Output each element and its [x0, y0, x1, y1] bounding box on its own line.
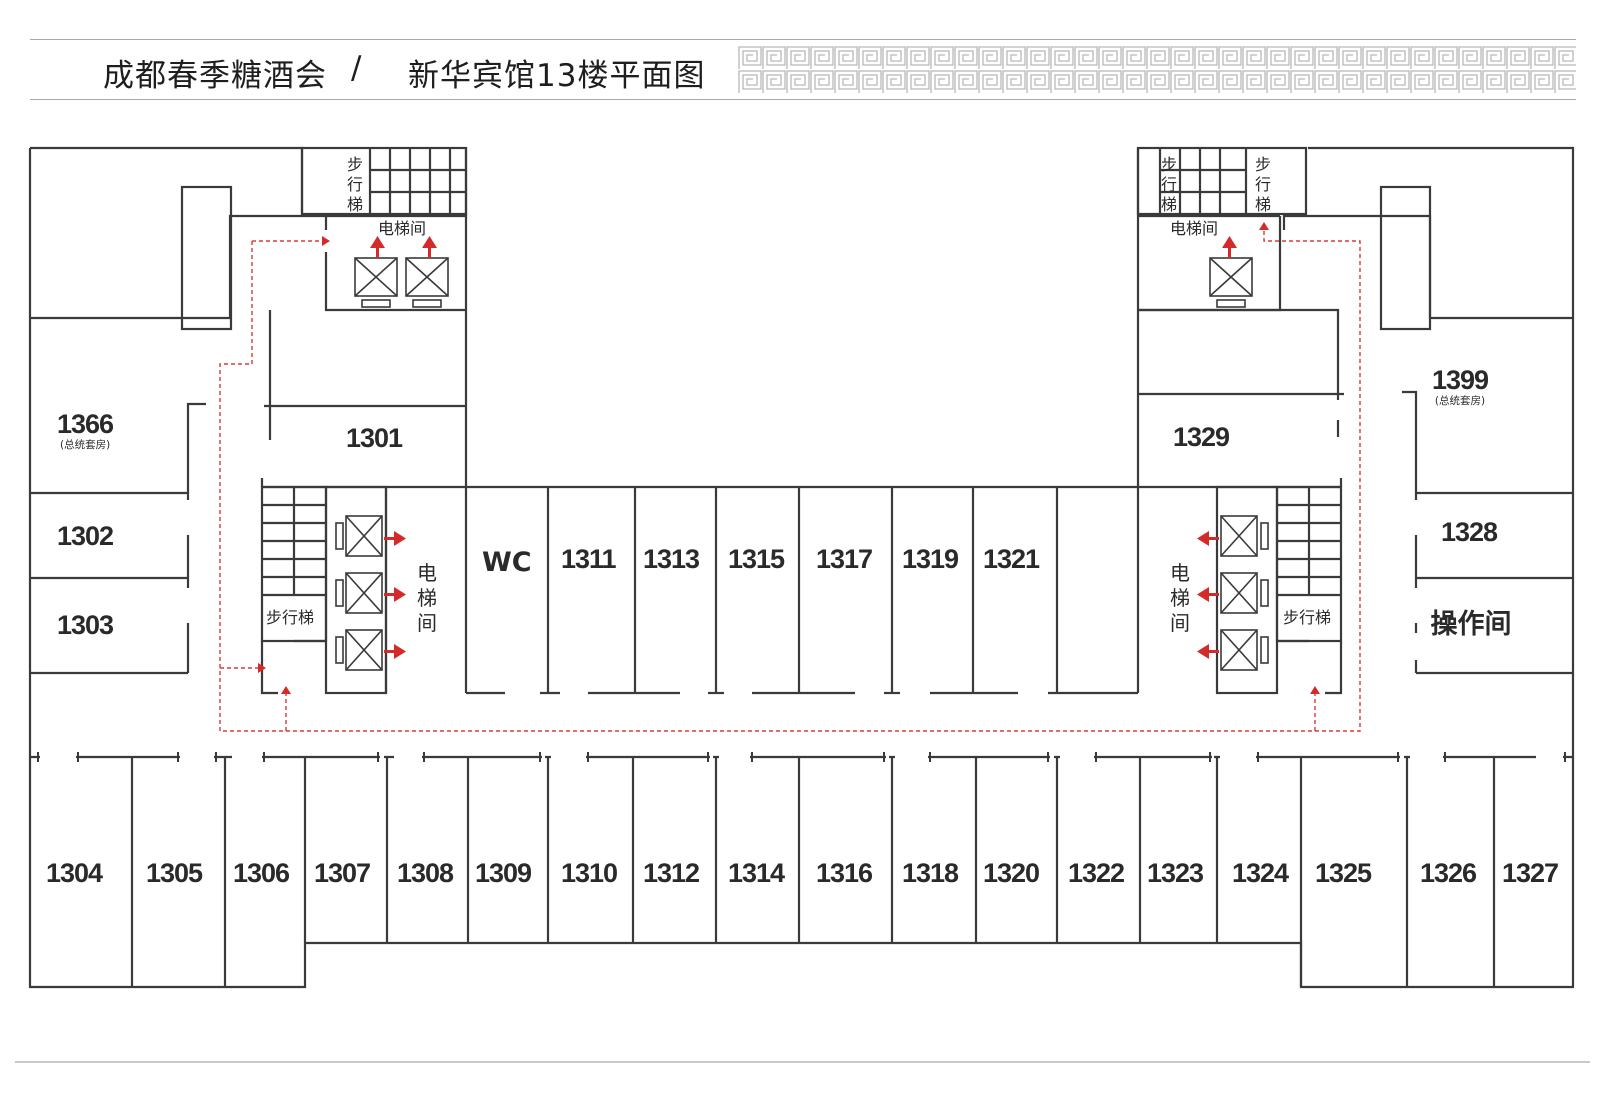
greek-fret-pattern — [738, 46, 1576, 94]
room-1309: 1309 — [475, 858, 532, 888]
room-1311: 1311 — [561, 544, 617, 574]
room-1315: 1315 — [728, 544, 785, 574]
stair-label-right-core: 步行梯 — [1283, 608, 1331, 627]
room-1366: 1366 — [57, 409, 114, 439]
room-1326: 1326 — [1420, 858, 1477, 888]
room-1322: 1322 — [1068, 858, 1124, 888]
room-1329: 1329 — [1173, 422, 1230, 452]
room-1399-suite-note: (总统套房) — [1435, 394, 1485, 407]
room-1327: 1327 — [1502, 858, 1558, 888]
elevator-hall-label-right-core: 电梯间 — [1170, 561, 1190, 635]
header-top-rule — [30, 39, 1576, 40]
room-1323: 1323 — [1147, 858, 1204, 888]
elevator-hall-label-top-left: 电梯间 — [378, 219, 426, 238]
room-1399: 1399 — [1432, 365, 1489, 395]
floor-plan-title: 新华宾馆13楼平面图 — [408, 58, 706, 94]
door-marks — [37, 752, 1566, 762]
room-1318: 1318 — [902, 858, 959, 888]
title-separator: / — [351, 50, 362, 86]
room-1324: 1324 — [1232, 858, 1289, 888]
wc-label: WC — [482, 547, 532, 578]
stair-label-left-core: 步行梯 — [266, 608, 314, 627]
room-1319: 1319 — [902, 544, 959, 574]
room-1303: 1303 — [57, 610, 114, 640]
room-1305: 1305 — [146, 858, 203, 888]
room-1314: 1314 — [728, 858, 785, 888]
evacuation-route — [219, 228, 1361, 732]
room-1366-suite-note: (总统套房) — [60, 438, 110, 451]
room-1310: 1310 — [561, 858, 617, 888]
room-1316: 1316 — [816, 858, 873, 888]
operation-room-label: 操作间 — [1431, 609, 1512, 640]
room-1307: 1307 — [314, 858, 370, 888]
elevator-car-icon — [335, 257, 1269, 671]
exit-arrow-icon — [258, 222, 1320, 694]
room-1304: 1304 — [46, 858, 103, 888]
stair-label-top-right-inner: 步行梯 — [1161, 155, 1177, 214]
room-1325: 1325 — [1315, 858, 1372, 888]
room-1301: 1301 — [346, 423, 403, 453]
room-1306: 1306 — [233, 858, 290, 888]
header-bottom-rule — [30, 99, 1576, 100]
room-1308: 1308 — [397, 858, 454, 888]
room-1328: 1328 — [1441, 517, 1498, 547]
room-1321: 1321 — [983, 544, 1040, 574]
walls — [28, 146, 1575, 989]
room-1312: 1312 — [643, 858, 699, 888]
page-header: 成都春季糖酒会 / 新华宾馆13楼平面图 — [0, 0, 1600, 110]
room-1302: 1302 — [57, 521, 113, 551]
room-1317: 1317 — [816, 544, 872, 574]
stair-label-top-left-vertical: 步行梯 — [347, 155, 363, 214]
event-title: 成都春季糖酒会 — [103, 58, 327, 94]
stair-label-top-right-outer: 步行梯 — [1255, 155, 1271, 214]
room-1313: 1313 — [643, 544, 700, 574]
room-1320: 1320 — [983, 858, 1039, 888]
elevator-hall-label-top-right: 电梯间 — [1170, 219, 1218, 238]
elevator-hall-label-left-core: 电梯间 — [417, 561, 437, 635]
